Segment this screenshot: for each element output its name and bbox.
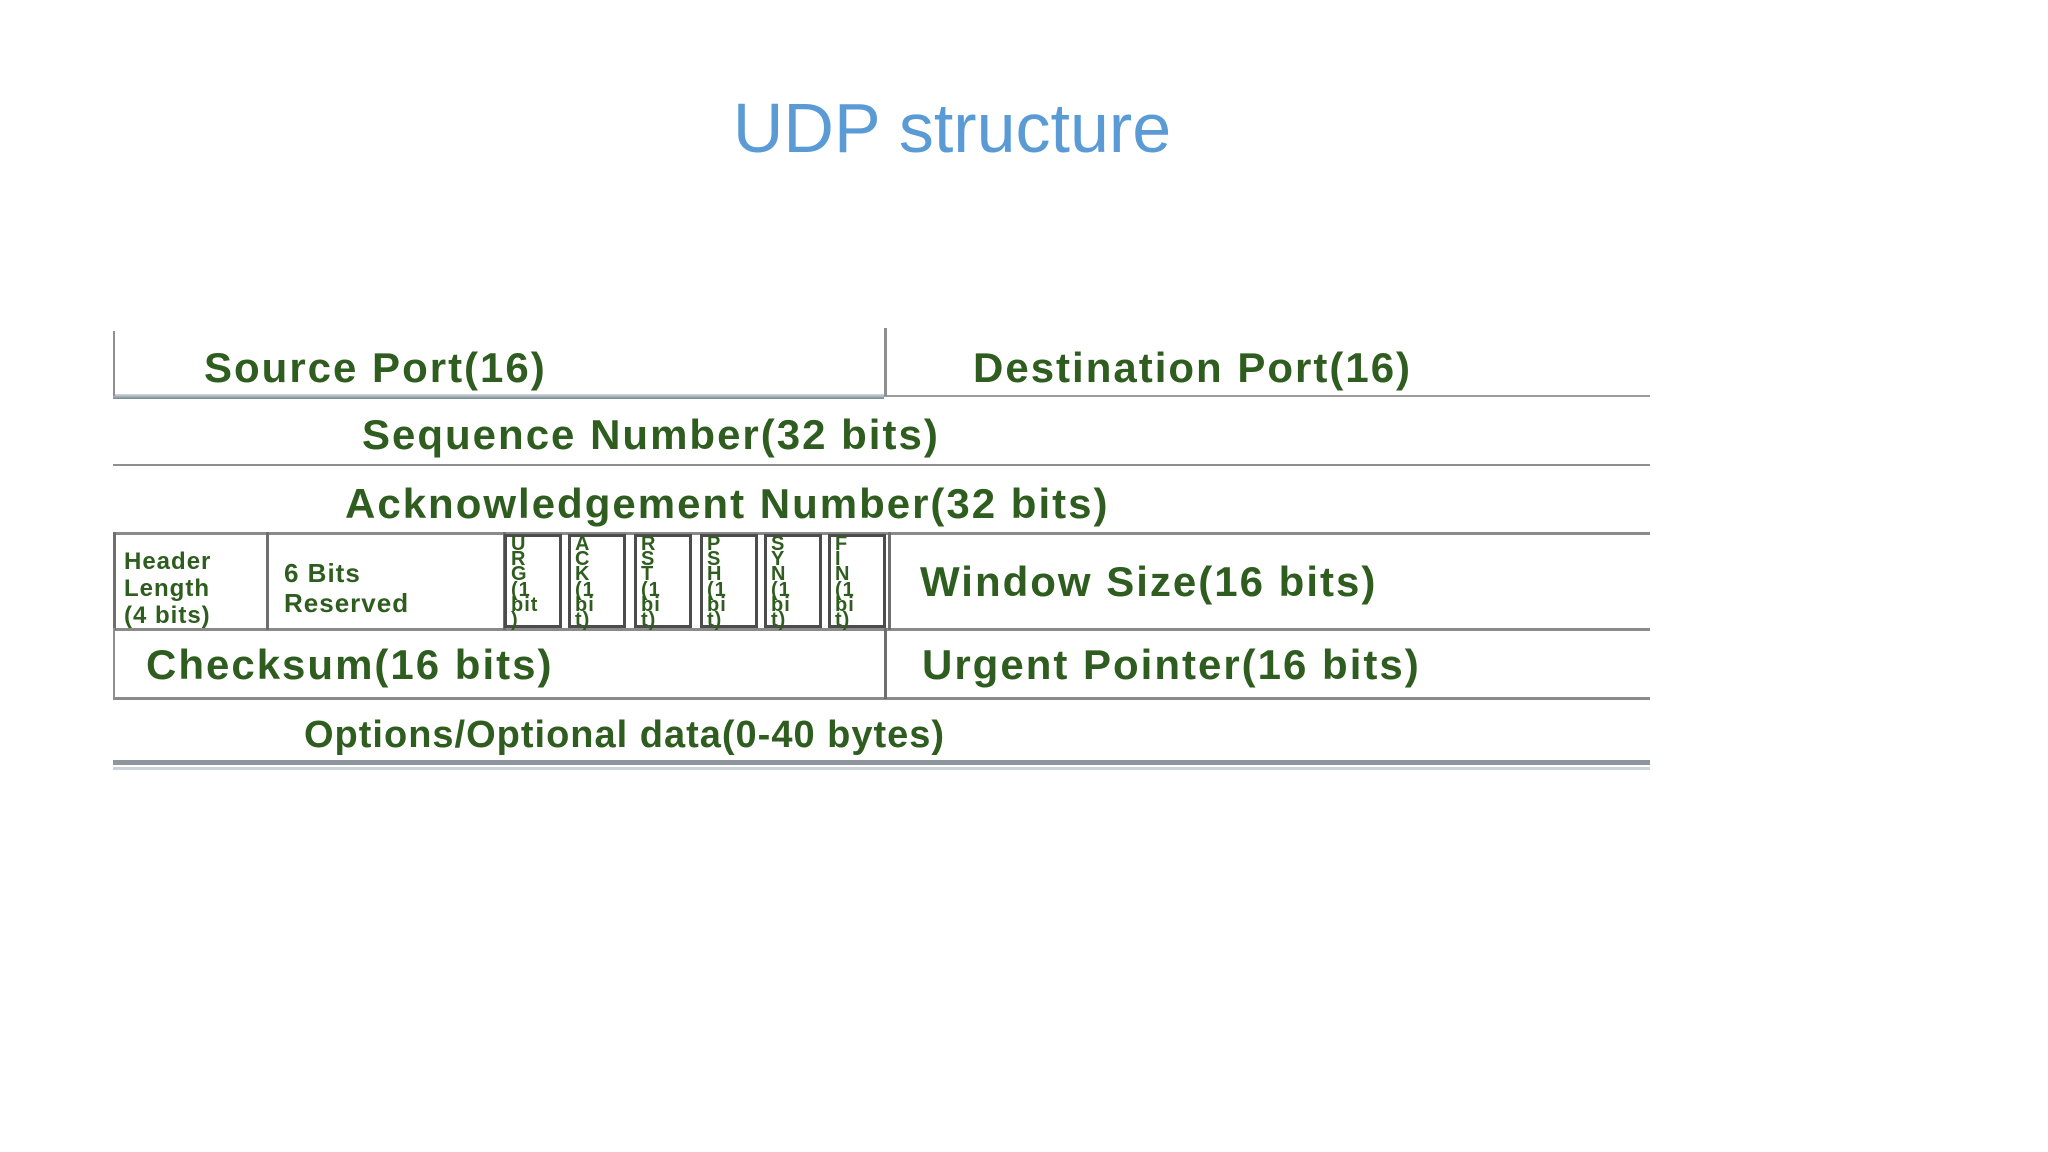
flag-cell-rst: R S T (1 bi t) <box>634 533 692 632</box>
flag-cell-ack: A C K (1 bi t) <box>568 533 626 632</box>
row2-bottom-border <box>113 464 1650 466</box>
window-size-label: Window Size(16 bits) <box>920 558 1378 605</box>
ack-flag-label: A C K (1 bi t) <box>575 533 595 632</box>
header-length-label: Header Length (4 bits) <box>124 548 212 629</box>
row6-bottom-border <box>113 760 1650 765</box>
row5-bottom-border <box>113 697 1650 700</box>
page-title: UDP structure <box>732 89 1172 167</box>
urg-flag-label: U R G (1 bit ) <box>511 533 539 632</box>
source-port-label: Source Port(16) <box>204 344 547 391</box>
row4-bottom-border <box>113 628 1650 631</box>
syn-flag-label: S Y N (1 bi t) <box>771 533 791 632</box>
checksum-label: Checksum(16 bits) <box>146 641 554 688</box>
urgent-pointer-label: Urgent Pointer(16 bits) <box>922 641 1421 688</box>
sequence-number-label: Sequence Number(32 bits) <box>362 411 940 458</box>
destination-port-label: Destination Port(16) <box>973 344 1413 391</box>
flag-cell-fin: F I N (1 bi t) <box>828 533 886 632</box>
row6-bottom-border-shadow <box>113 767 1650 770</box>
options-label: Options/Optional data(0-40 bytes) <box>304 714 946 756</box>
row5-cell-divider <box>884 628 887 699</box>
row5-left-border <box>113 628 115 699</box>
row1-cell-divider <box>884 328 887 396</box>
flag-cell-psh: P S H (1 bi t) <box>700 533 758 632</box>
row1-left-border <box>113 331 115 396</box>
flag-cell-syn: S Y N (1 bi t) <box>764 533 822 632</box>
flag-cell-urg: U R G (1 bit ) <box>504 533 562 632</box>
fin-flag-label: F I N (1 bi t) <box>835 533 855 632</box>
psh-flag-label: P S H (1 bi t) <box>707 533 727 632</box>
reserved-bits-label: 6 Bits Reserved <box>284 558 410 618</box>
row4-divider-headerlen-reserved <box>266 532 269 630</box>
row3-bottom-border <box>113 532 1650 535</box>
acknowledgement-number-label: Acknowledgement Number(32 bits) <box>345 480 1110 527</box>
row4-divider-flags-window <box>888 532 891 630</box>
rst-flag-label: R S T (1 bi t) <box>641 533 661 632</box>
row1-bottom-border-right <box>884 395 1650 397</box>
row4-left-border <box>113 532 116 630</box>
row1-bottom-border-left <box>113 394 884 399</box>
